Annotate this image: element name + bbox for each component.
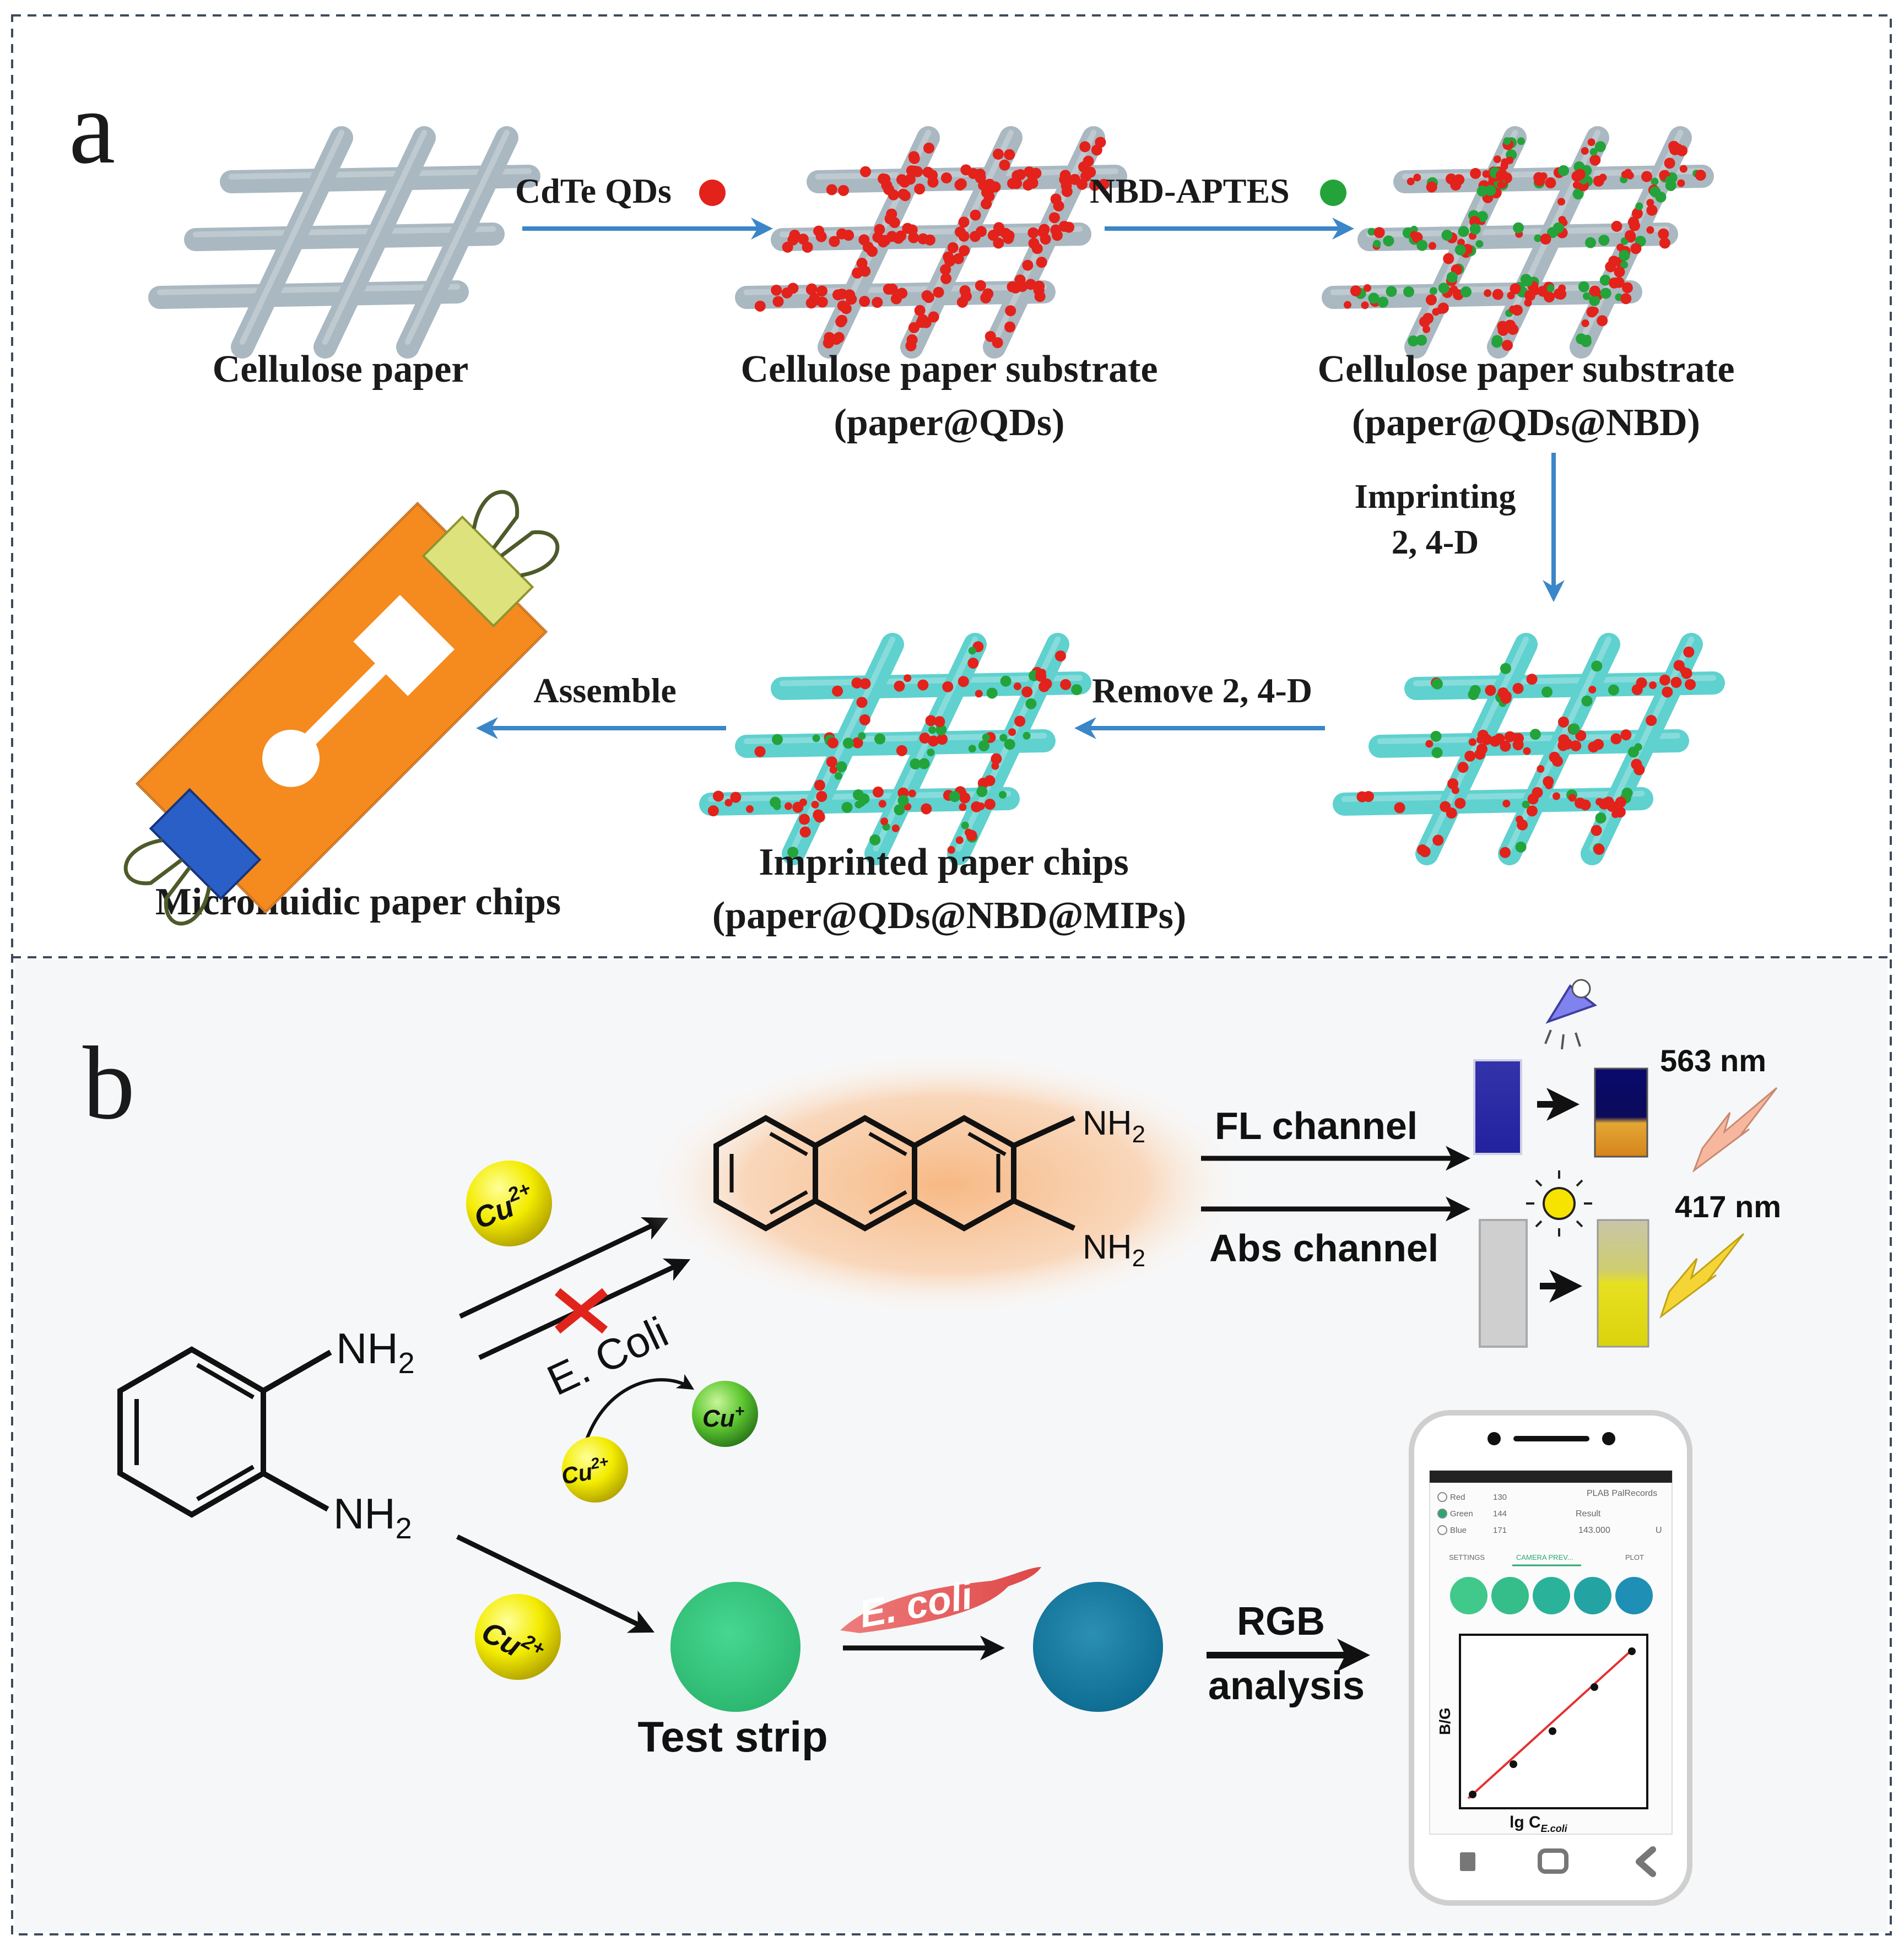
test-strip-green <box>670 1582 800 1712</box>
row-green-label: Green <box>1450 1509 1473 1519</box>
caption-substrate2-sub: (paper@QDs@NBD) <box>1352 402 1700 444</box>
cuvette-fl-before <box>1473 1059 1522 1155</box>
qd-dot-icon <box>699 180 726 206</box>
microfluidic-chip-icon <box>123 490 560 926</box>
label-nbd-aptes: NBD-APTES <box>1090 171 1290 210</box>
caption-imprinted: Imprinted paper chips <box>759 841 1129 883</box>
label-cdte-qds: CdTe QDs <box>515 171 672 210</box>
cu-plus-ball: Cu+ <box>692 1381 758 1447</box>
radio-red[interactable] <box>1437 1492 1447 1502</box>
o-phenylenediamine-structure: NH2 NH2 <box>117 1324 415 1545</box>
product-nh2-bottom: NH <box>1083 1228 1132 1266</box>
cuvette-abs-after <box>1597 1219 1649 1348</box>
label-assemble: Assemble <box>533 671 677 710</box>
lightning-icon-abs <box>1659 1233 1745 1319</box>
nbd-dot-icon <box>1320 180 1346 206</box>
svg-text:NH2: NH2 <box>1083 1228 1145 1272</box>
nh2-bottom-sub: 2 <box>396 1512 412 1545</box>
plot-xlabel-sub: E.coli <box>1541 1823 1568 1834</box>
radio-blue[interactable] <box>1437 1525 1447 1535</box>
lamp-icon <box>1544 979 1598 1050</box>
result-label: Result <box>1576 1509 1601 1519</box>
grid-imprinted <box>1333 633 1725 865</box>
label-417nm: 417 nm <box>1675 1189 1781 1224</box>
phone-plot: B/G lg CE.coli <box>1436 1634 1648 1834</box>
grid-paper-qds <box>735 126 1127 359</box>
label-analysis: analysis <box>1208 1664 1365 1708</box>
row-red-label: Red <box>1450 1493 1465 1502</box>
panel-a-letter: a <box>69 70 115 186</box>
svg-text:NH2: NH2 <box>336 1324 415 1380</box>
label-test-strip: Test strip <box>637 1712 827 1761</box>
svg-text:NH2: NH2 <box>333 1489 412 1545</box>
label-563nm: 563 nm <box>1660 1043 1766 1078</box>
phone-header-right: PLAB PalRecords <box>1587 1489 1657 1498</box>
menu-button-icon[interactable] <box>1460 1852 1475 1871</box>
reduction-arrow <box>580 1374 695 1460</box>
ecoli-brush-icon <box>840 1567 1041 1633</box>
label-abs-channel: Abs channel <box>1209 1227 1438 1270</box>
product-nh2-top: NH <box>1083 1104 1132 1142</box>
cu2-ball-small: Cu2+ <box>559 1436 628 1503</box>
phone-camera-icon <box>1488 1432 1501 1445</box>
tab-camera-preview[interactable]: CAMERA PREV... <box>1516 1553 1573 1561</box>
caption-substrate2: Cellulose paper substrate <box>1317 348 1734 391</box>
tab-settings[interactable]: SETTINGS <box>1449 1553 1485 1561</box>
cuvette-abs-before <box>1479 1219 1528 1348</box>
phone-sensor-icon <box>1602 1432 1615 1445</box>
panel-a: a CdTe QDs NBD-APTES Imprinting 2, 4-D R… <box>69 70 1735 937</box>
back-icon[interactable] <box>1636 1846 1656 1877</box>
nh2-top-sub: 2 <box>398 1347 415 1380</box>
label-imprinting-target: 2, 4-D <box>1392 524 1479 561</box>
cuvette-fl-after <box>1594 1067 1648 1158</box>
cu2-ball-bottom: Cu2+ <box>475 1594 561 1680</box>
lightning-icon-fl <box>1692 1087 1778 1173</box>
cu2-ball-top: Cu2+ <box>466 1161 552 1246</box>
row-red-value: 130 <box>1493 1493 1507 1502</box>
reaction-arrow-cu <box>459 1217 669 1319</box>
plot-xlabel: lg C <box>1510 1813 1541 1831</box>
home-button-icon[interactable] <box>1538 1848 1568 1874</box>
grid-paper-qds-nbd <box>1322 126 1714 359</box>
plot-ylabel: B/G <box>1436 1707 1453 1735</box>
svg-text:lg CE.coli: lg CE.coli <box>1510 1813 1568 1834</box>
row-blue-label: Blue <box>1450 1526 1467 1535</box>
label-remove: Remove 2, 4-D <box>1092 671 1312 710</box>
phone-rgb-rows: Red 130 Green 144 Blue 171 Result 143.00… <box>1437 1492 1662 1535</box>
phone-swatches <box>1450 1577 1653 1614</box>
product-structure: NH2 NH2 <box>636 1049 1253 1319</box>
label-rgb: RGB <box>1237 1599 1325 1644</box>
test-strip-blue <box>1033 1582 1163 1712</box>
label-imprinting: Imprinting <box>1355 478 1516 516</box>
svg-text:Cu+: Cu+ <box>702 1402 744 1432</box>
svg-text:NH2: NH2 <box>1083 1104 1145 1148</box>
caption-substrate1: Cellulose paper substrate <box>740 348 1157 391</box>
test-strip-arrow <box>456 1534 655 1633</box>
caption-substrate1-sub: (paper@QDs) <box>834 402 1065 444</box>
smartphone: PLAB PalRecords Red 130 Green 144 Blue 1… <box>1409 1410 1692 1906</box>
caption-cellulose-paper: Cellulose paper <box>213 348 469 391</box>
radio-green[interactable] <box>1437 1509 1447 1519</box>
label-fl-channel: FL channel <box>1215 1104 1418 1147</box>
tab-plot[interactable]: PLOT <box>1625 1553 1644 1561</box>
grid-cellulose-paper <box>148 126 540 359</box>
caption-imprinted-sub: (paper@QDs@NBD@MIPs) <box>712 894 1186 937</box>
sun-icon <box>1526 1170 1592 1237</box>
nh2-top: NH <box>336 1324 398 1373</box>
panel-b-letter: b <box>83 1026 135 1141</box>
row-blue-value: 171 <box>1493 1526 1507 1535</box>
result-unit: U <box>1656 1526 1662 1535</box>
outer-frame <box>11 14 1892 1935</box>
result-value: 143.000 <box>1578 1526 1610 1535</box>
nh2-bottom: NH <box>333 1489 396 1538</box>
panel-b: b NH2 NH2 E. Coli Cu2+ Cu2+ <box>83 979 1781 1906</box>
phone-statusbar <box>1430 1471 1672 1483</box>
row-green-value: 144 <box>1493 1509 1507 1519</box>
svg-text:Cu2+: Cu2+ <box>559 1452 612 1489</box>
grid-imprinted-paper-chips <box>699 633 1091 865</box>
blocked-x-icon <box>554 1288 608 1334</box>
